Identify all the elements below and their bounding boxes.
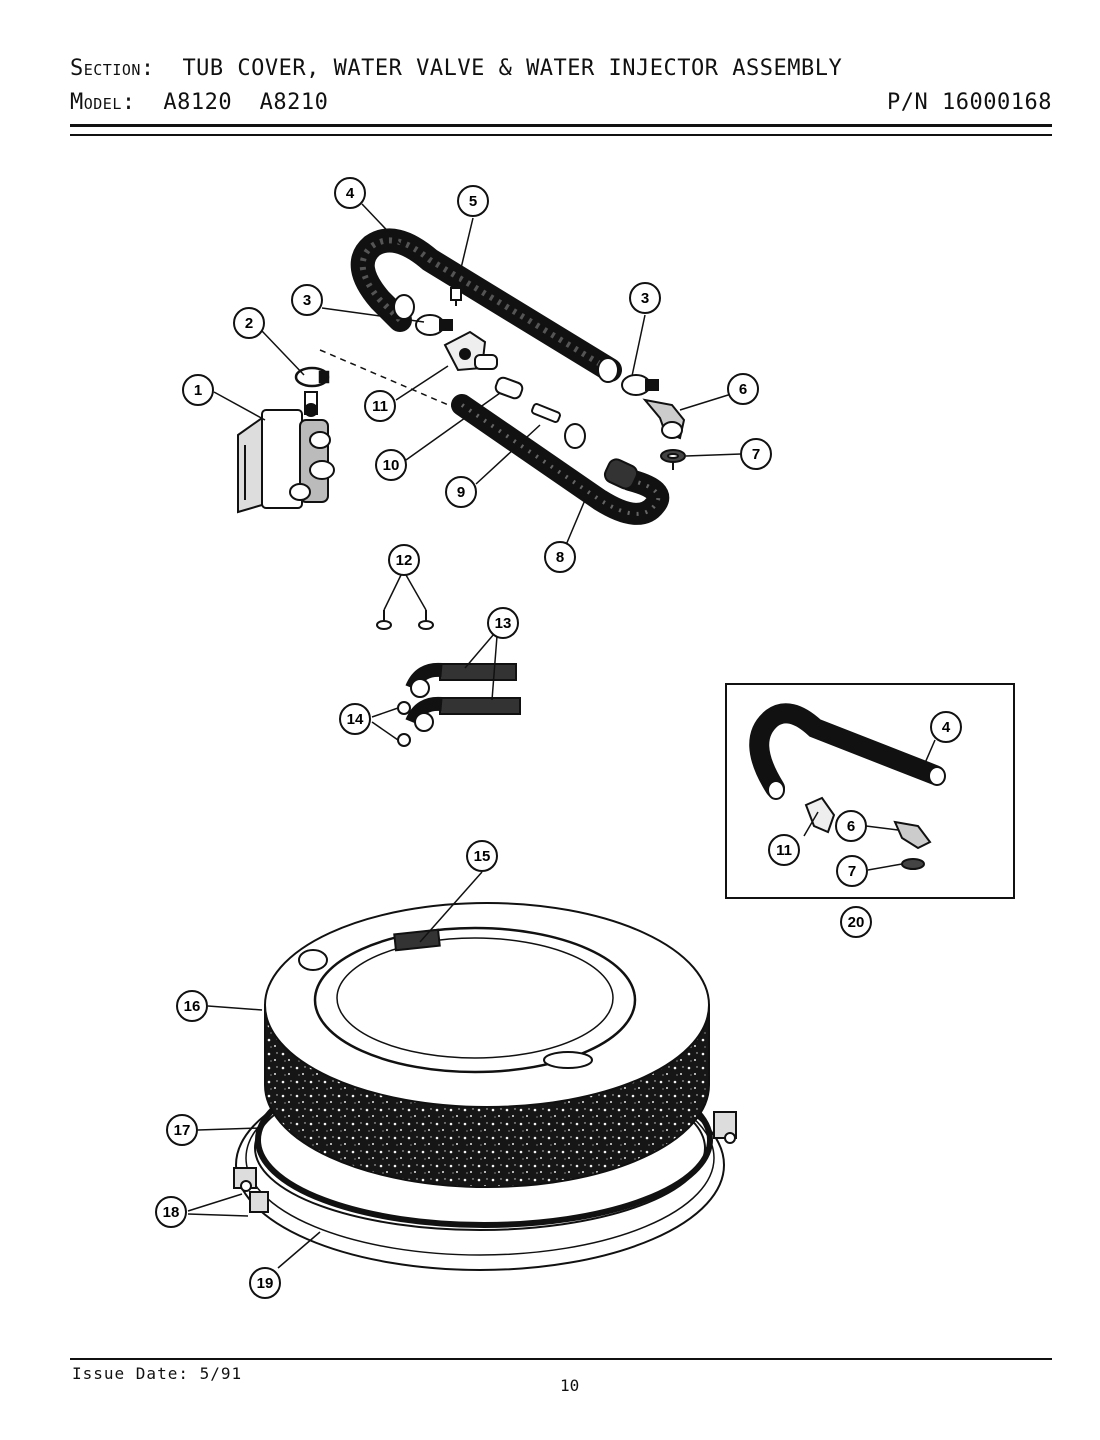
callout-8: 8	[544, 541, 576, 573]
callout-19: 19	[249, 1267, 281, 1299]
svg-text:8: 8	[556, 549, 564, 566]
hose-clamp-2	[294, 366, 330, 388]
page-number: 10	[560, 1376, 580, 1395]
callout-16: 16	[176, 990, 208, 1022]
callout-7: 7	[740, 438, 772, 470]
svg-text:19: 19	[257, 1275, 274, 1292]
callout-6: 6	[727, 373, 759, 405]
callout-3-left: 3	[291, 284, 323, 316]
callout-9: 9	[445, 476, 477, 508]
dashed-routing-line	[319, 349, 461, 411]
header-rule-top	[70, 124, 1052, 127]
screw-5	[450, 287, 462, 306]
issue-date: Issue Date: 5/91	[72, 1364, 243, 1383]
svg-text:9: 9	[457, 484, 465, 501]
svg-text:4: 4	[346, 185, 355, 202]
svg-text:14: 14	[347, 711, 364, 728]
callout-2: 2	[233, 307, 265, 339]
callout-5: 5	[457, 185, 489, 217]
leader-lines	[187, 203, 936, 1269]
section-line: Section: TUB COVER, WATER VALVE & WATER …	[70, 56, 842, 81]
injector-nozzle-9	[531, 403, 586, 449]
elbow-6	[642, 398, 686, 440]
svg-text:17: 17	[174, 1122, 191, 1139]
svg-text:4: 4	[942, 719, 951, 736]
kit-callout-11: 11	[768, 834, 800, 866]
svg-text:7: 7	[848, 863, 856, 880]
screws-12	[376, 610, 434, 630]
section-label: Section:	[70, 56, 155, 81]
water-valve	[237, 391, 335, 514]
callout-13: 13	[487, 607, 519, 639]
kit-20-box	[725, 683, 1015, 899]
model-numbers: A8120 A8210	[163, 90, 329, 115]
kit-callout-4: 4	[930, 711, 962, 743]
water-hose-4	[350, 228, 622, 383]
callout-14: 14	[339, 703, 371, 735]
callout-15: 15	[466, 840, 498, 872]
callout-4: 4	[334, 177, 366, 209]
washer-7	[660, 449, 686, 470]
hose-clamp-3-left	[415, 314, 453, 336]
svg-text:6: 6	[847, 818, 855, 835]
part-number: P/N 16000168	[887, 90, 1052, 115]
svg-text:16: 16	[184, 998, 201, 1015]
svg-text:20: 20	[848, 914, 865, 931]
model-label: Model:	[70, 90, 136, 115]
injector-bracket-11	[443, 330, 498, 372]
svg-text:10: 10	[383, 457, 400, 474]
svg-text:1: 1	[194, 382, 202, 399]
callout-10: 10	[375, 449, 407, 481]
footer-rule	[70, 1358, 1052, 1360]
callout-17: 17	[166, 1114, 198, 1146]
callout-1: 1	[182, 374, 214, 406]
header-rule-bottom	[70, 134, 1052, 136]
svg-text:5: 5	[469, 193, 477, 210]
svg-text:3: 3	[641, 290, 649, 307]
callout-20: 20	[840, 906, 872, 938]
callout-12: 12	[388, 544, 420, 576]
injector-hose-8	[451, 394, 670, 525]
kit-callout-7: 7	[836, 855, 868, 887]
callouts: 1 2 3 3 4 5 6 7 8 9 10 11 12 13 14 15 16…	[155, 177, 962, 1299]
fill-hoses-13	[405, 662, 521, 732]
callout-3-right: 3	[629, 282, 661, 314]
svg-text:11: 11	[776, 842, 792, 859]
svg-text:12: 12	[396, 552, 413, 569]
svg-text:2: 2	[245, 315, 253, 332]
svg-text:11: 11	[372, 398, 388, 415]
callout-18: 18	[155, 1196, 187, 1228]
tub-cover-16	[264, 902, 710, 1188]
section-title: TUB COVER, WATER VALVE & WATER INJECTOR …	[182, 56, 843, 81]
svg-text:15: 15	[474, 848, 491, 865]
svg-text:3: 3	[303, 292, 311, 309]
hose-clamp-3-right	[621, 374, 659, 396]
kit-callout-6: 6	[835, 810, 867, 842]
callout-11: 11	[364, 390, 396, 422]
svg-text:13: 13	[495, 615, 512, 632]
brackets-18	[233, 1111, 737, 1213]
svg-text:7: 7	[752, 446, 760, 463]
svg-text:18: 18	[163, 1204, 180, 1221]
model-line: Model: A8120 A8210	[70, 90, 328, 115]
svg-text:6: 6	[739, 381, 747, 398]
washers-14	[397, 701, 411, 747]
fitting-10	[494, 376, 524, 400]
